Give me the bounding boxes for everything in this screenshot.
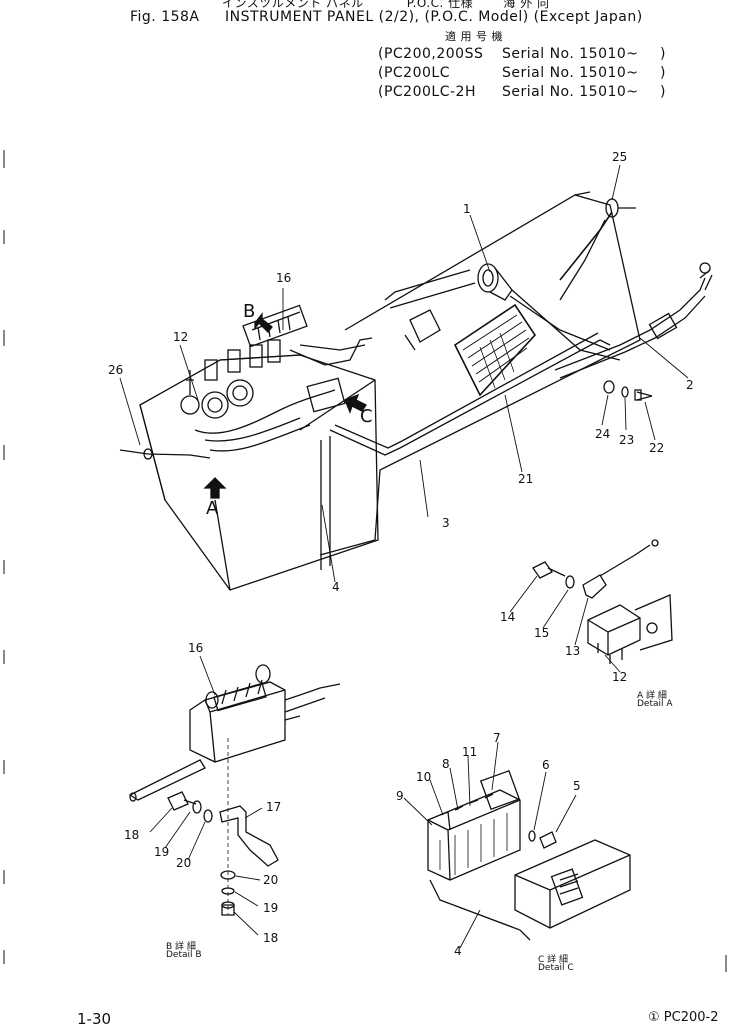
callout-11: 11 bbox=[462, 745, 478, 759]
view-label-b: B bbox=[243, 301, 256, 322]
callout-4: 4 bbox=[332, 580, 340, 594]
detail-b-jp: B 詳 細 bbox=[166, 942, 196, 952]
japanese-title-line: インスツルメント パネル P.O.C. 仕様 海 外 向 bbox=[222, 0, 550, 10]
view-arrow-a bbox=[203, 477, 227, 499]
callout-8: 8 bbox=[442, 757, 450, 771]
figure-number: Fig. 158A bbox=[130, 9, 200, 25]
callout-26: 26 bbox=[108, 363, 124, 377]
serial-row: (PC200,200SS bbox=[378, 46, 484, 62]
callout-12-detail: 12 bbox=[612, 670, 628, 684]
wiring-conduit bbox=[329, 269, 611, 456]
detail-a-assembly bbox=[509, 539, 673, 673]
callout-1: 1 bbox=[463, 202, 471, 216]
callout-3: 3 bbox=[442, 516, 450, 530]
callout-18-lower: 18 bbox=[263, 931, 279, 945]
callout-14: 14 bbox=[500, 610, 516, 624]
view-arrow-b bbox=[254, 312, 273, 333]
callout-19-lower: 19 bbox=[263, 901, 279, 915]
detail-c-assembly bbox=[403, 741, 631, 949]
callout-16: 16 bbox=[276, 271, 292, 285]
callout-20: 20 bbox=[176, 856, 192, 870]
callout-9: 9 bbox=[396, 789, 404, 803]
cable-lead bbox=[119, 448, 211, 460]
detail-c-caption: Detail C bbox=[538, 963, 574, 973]
callout-17: 17 bbox=[266, 800, 282, 814]
serial-close-brace: ) bbox=[660, 84, 666, 100]
figure-title: INSTRUMENT PANEL (2/2), (P.O.C. Model) (… bbox=[225, 9, 643, 25]
detail-b-caption: Detail B bbox=[166, 950, 202, 960]
callout-4-detail: 4 bbox=[454, 944, 462, 958]
callout-21: 21 bbox=[518, 472, 534, 486]
model-name: PC200,200SS bbox=[383, 46, 484, 62]
view-arrow-c bbox=[344, 393, 367, 414]
callout-13: 13 bbox=[565, 644, 581, 658]
gauge-fuse-cluster bbox=[180, 304, 373, 452]
detail-c-jp: C 詳 細 bbox=[538, 955, 569, 965]
page-number: 1-30 bbox=[77, 1010, 112, 1028]
callout-12: 12 bbox=[173, 330, 189, 344]
socket-connector bbox=[477, 263, 621, 361]
applicable-models-label: 適 用 号 機 bbox=[445, 30, 503, 43]
serial-close-brace: ) bbox=[660, 46, 666, 62]
instrument-panel-housing bbox=[139, 191, 641, 591]
model-code: ① PC200-2 bbox=[648, 1010, 719, 1025]
model-name: PC200LC bbox=[383, 65, 450, 81]
serial-number: Serial No. 15010~ bbox=[502, 84, 639, 100]
callout-15: 15 bbox=[534, 626, 550, 640]
main-leader-lines bbox=[119, 164, 689, 583]
serial-row: (PC200LC-2H bbox=[378, 84, 476, 100]
callout-24: 24 bbox=[595, 427, 611, 441]
callout-19: 19 bbox=[154, 845, 170, 859]
serial-row: (PC200LC bbox=[378, 65, 450, 81]
detail-a-jp: A 詳 細 bbox=[637, 691, 667, 701]
detail-b-assembly bbox=[128, 655, 341, 936]
binding-margin-marks bbox=[3, 150, 727, 972]
callout-20-lower: 20 bbox=[263, 873, 279, 887]
callout-16-detail: 16 bbox=[188, 641, 204, 655]
callout-22: 22 bbox=[649, 441, 665, 455]
callout-5: 5 bbox=[573, 779, 581, 793]
callout-7: 7 bbox=[493, 731, 501, 745]
alarm-buzzer bbox=[453, 303, 537, 397]
view-label-c: C bbox=[360, 406, 373, 427]
model-name: PC200LC-2H bbox=[383, 84, 476, 100]
serial-number: Serial No. 15010~ bbox=[502, 65, 639, 81]
wiring-harness bbox=[554, 211, 713, 379]
callout-2: 2 bbox=[686, 378, 694, 392]
callout-23: 23 bbox=[619, 433, 635, 447]
serial-number: Serial No. 15010~ bbox=[502, 46, 639, 62]
callout-6: 6 bbox=[542, 758, 550, 772]
serial-close-brace: ) bbox=[660, 65, 666, 81]
view-label-a: A bbox=[206, 498, 219, 519]
mounting-hardware bbox=[603, 380, 653, 401]
callout-25: 25 bbox=[612, 150, 628, 164]
callout-18: 18 bbox=[124, 828, 140, 842]
callout-10: 10 bbox=[416, 770, 432, 784]
detail-a-caption: Detail A bbox=[637, 699, 673, 709]
